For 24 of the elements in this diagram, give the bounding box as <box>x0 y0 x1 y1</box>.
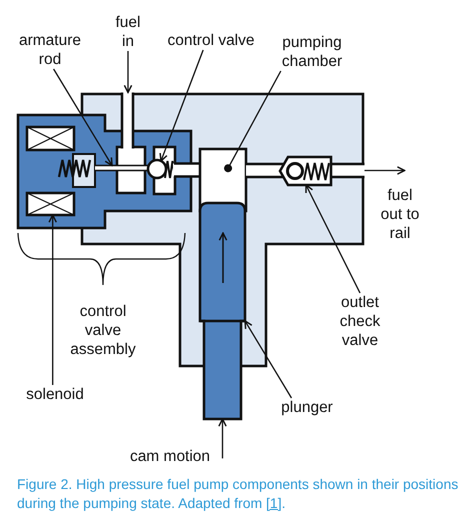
figure-caption: Figure 2. High pressure fuel pump components shown in their positions during the pumping state. Adapted from [1]. <box>17 475 460 513</box>
leader-arrow <box>305 184 361 294</box>
leader-arrow <box>159 50 204 162</box>
valve-ball <box>146 158 168 180</box>
leader-line <box>224 70 282 172</box>
solenoid-coil <box>26 192 76 216</box>
plunger <box>198 202 246 420</box>
leader-arrow <box>244 320 292 398</box>
part-label: armature rod <box>14 31 86 69</box>
part-label: control valve <box>167 31 254 50</box>
flow-label: fuel out to rail <box>377 186 423 243</box>
leader-arrow <box>48 214 57 385</box>
outlet-check-valve <box>278 156 332 186</box>
motion-arrow <box>218 418 227 458</box>
part-label: control valve assembly <box>69 302 137 359</box>
part-label: pumping chamber <box>272 33 352 71</box>
part-label: solenoid <box>26 385 84 404</box>
part-label: plunger <box>281 398 333 417</box>
flow-arrow <box>364 166 406 175</box>
flow-arrow <box>124 51 132 94</box>
motion-label: cam motion <box>130 447 210 466</box>
part-label: outlet check valve <box>331 293 389 350</box>
citation-link: [1] <box>266 495 282 511</box>
flow-label: fuel in <box>112 13 144 51</box>
